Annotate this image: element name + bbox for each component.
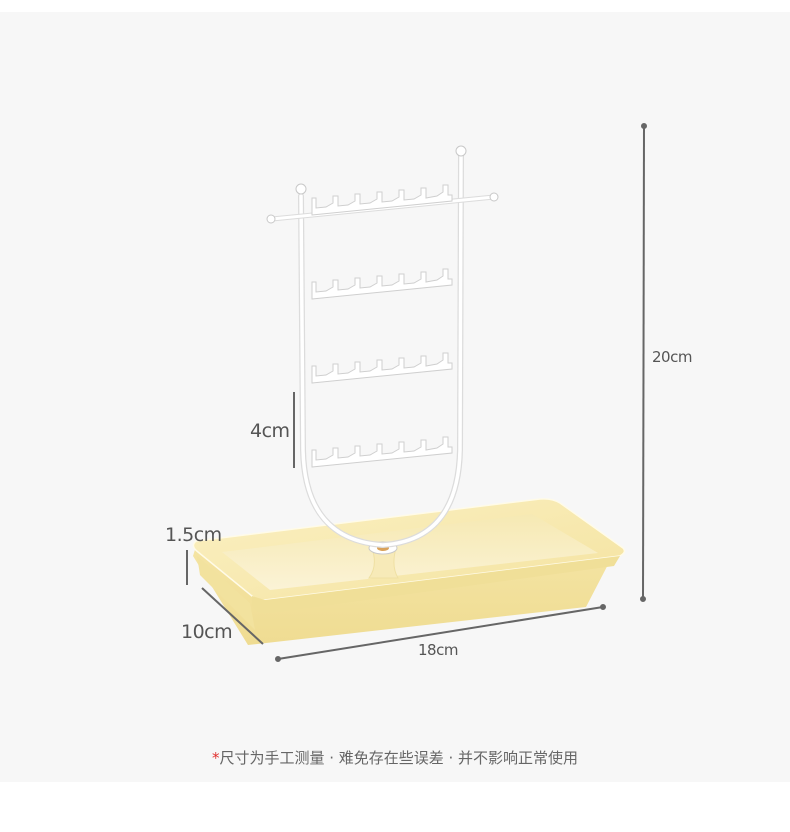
tray-width-label: 10cm — [181, 621, 233, 643]
tray-length-dimension-line — [277, 606, 604, 660]
earring-rows — [311, 184, 453, 468]
tray-length-label: 18cm — [418, 641, 458, 659]
tray-width-dimension-line — [201, 587, 264, 645]
tray — [192, 498, 626, 645]
earring-row — [311, 268, 453, 300]
dimension-lines — [186, 123, 647, 662]
earring-row — [311, 436, 453, 468]
row-spacing-label: 4cm — [250, 420, 290, 442]
tray-depth-label: 1.5cm — [165, 524, 222, 546]
earring-row — [311, 352, 453, 384]
height-label: 20cm — [652, 348, 692, 366]
earring-row — [311, 184, 453, 216]
disclaimer-text: 尺寸为手工测量 · 难免存在些误差 · 并不影响正常使用 — [219, 749, 579, 767]
measurement-disclaimer: *尺寸为手工测量 · 难免存在些误差 · 并不影响正常使用 — [0, 747, 790, 768]
height-dimension-line — [642, 125, 645, 600]
asterisk: * — [211, 749, 220, 767]
background-panel — [0, 12, 790, 782]
